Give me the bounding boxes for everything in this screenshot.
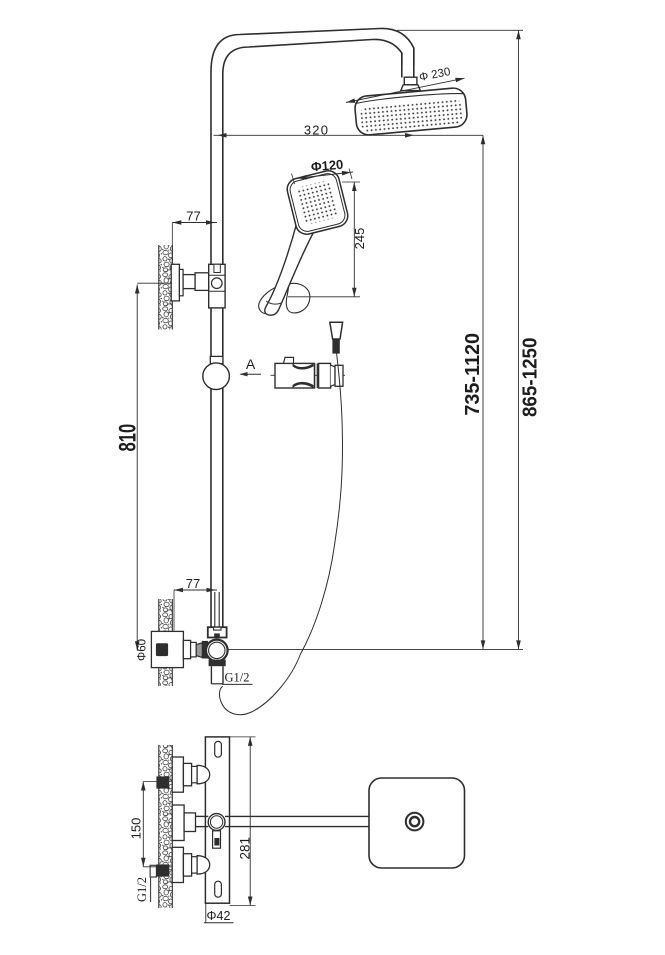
svg-text:320: 320 (304, 122, 329, 137)
svg-text:281: 281 (238, 837, 253, 860)
svg-text:735-1120: 735-1120 (462, 333, 484, 416)
svg-text:150: 150 (128, 818, 143, 840)
svg-text:77: 77 (186, 576, 200, 591)
svg-text:A: A (246, 356, 256, 372)
svg-text:865-1250: 865-1250 (519, 337, 542, 417)
svg-text:810: 810 (114, 424, 141, 452)
svg-text:G1/2: G1/2 (135, 877, 149, 902)
svg-text:Φ120: Φ120 (310, 157, 344, 175)
svg-text:Φ60: Φ60 (137, 639, 149, 661)
svg-text:Φ42: Φ42 (207, 909, 231, 923)
svg-text:77: 77 (186, 209, 200, 224)
svg-text:G1/2: G1/2 (225, 671, 250, 685)
svg-text:245: 245 (352, 228, 367, 250)
